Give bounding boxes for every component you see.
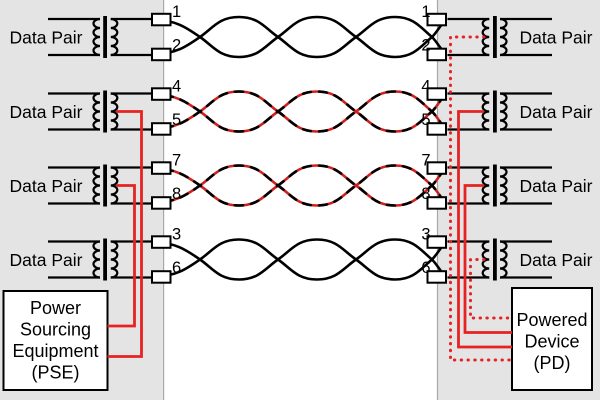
data-pair-label-left: Data Pair [10, 102, 83, 122]
data-pair-label-right: Data Pair [520, 250, 593, 270]
pse-label-line2: Sourcing [20, 320, 91, 340]
data-pair-label-right: Data Pair [520, 176, 593, 196]
pin-number-left-top: 3 [172, 226, 181, 244]
pd-box-frame [511, 287, 593, 391]
pse-box-frame [2, 290, 109, 391]
data-pair-label-left: Data Pair [10, 28, 83, 48]
pin-number-left-bottom: 6 [172, 259, 181, 277]
pin-number-right-bottom: 5 [421, 111, 430, 129]
pair-row-3-6: 3 6 3 6 Data Pair Data Pair [10, 226, 593, 284]
pin-number-right-top: 1 [421, 3, 430, 21]
data-pair-label-left: Data Pair [10, 250, 83, 270]
power-lines-solid [107, 110, 512, 358]
pin-number-left-top: 7 [172, 152, 181, 170]
pin-number-left-bottom: 8 [172, 185, 181, 203]
pin-number-right-top: 7 [421, 152, 430, 170]
twisted-pair-wires [153, 15, 447, 59]
pair-row-1-2: 1 2 1 2 Data Pair Data Pair [10, 3, 593, 62]
twisted-pair-wires [153, 238, 447, 281]
twisted-pair-wire-dashes [153, 90, 447, 133]
power-lines-dotted [449, 35, 514, 362]
pin-number-right-bottom: 8 [421, 185, 430, 203]
pin-number-right-top: 4 [421, 78, 430, 96]
data-pair-label-left: Data Pair [10, 176, 83, 196]
twisted-pair-wire-dashes [153, 164, 447, 207]
power-line-pd-to-pair36-dotted [469, 258, 514, 320]
pin-number-right-bottom: 2 [421, 37, 430, 55]
power-line-pse-to-pair78 [107, 184, 136, 328]
pin-number-left-bottom: 2 [172, 37, 181, 55]
power-line-pd-to-pair45 [457, 110, 512, 349]
pse-label-line4: (PSE) [31, 363, 79, 383]
pin-number-left-bottom: 5 [172, 111, 181, 129]
data-pair-label-right: Data Pair [520, 102, 593, 122]
pin-number-left-top: 1 [172, 3, 181, 21]
power-line-pd-to-pair12-dotted [449, 35, 514, 362]
pin-number-right-top: 3 [421, 226, 430, 244]
pair-row-4-5: 4 5 4 5 Data Pair Data Pair [10, 78, 593, 136]
data-pair-label-right: Data Pair [520, 28, 593, 48]
pin-number-right-bottom: 6 [421, 259, 430, 277]
pd-label-line3: (PD) [534, 353, 571, 373]
pd-label-line2: Device [524, 332, 579, 352]
pin-number-left-top: 4 [172, 78, 181, 96]
pd-box: Powered Device (PD) [511, 287, 593, 391]
pd-label-line1: Powered [516, 310, 587, 330]
pair-row-7-8: 7 8 7 8 Data Pair Data Pair [10, 152, 593, 210]
power-line-pse-to-pair45 [107, 110, 143, 358]
power-line-pd-to-pair78 [463, 184, 512, 334]
pse-box: Power Sourcing Equipment (PSE) [2, 290, 109, 391]
pse-label-line3: Equipment [12, 341, 98, 361]
pse-label-line1: Power [30, 298, 81, 318]
